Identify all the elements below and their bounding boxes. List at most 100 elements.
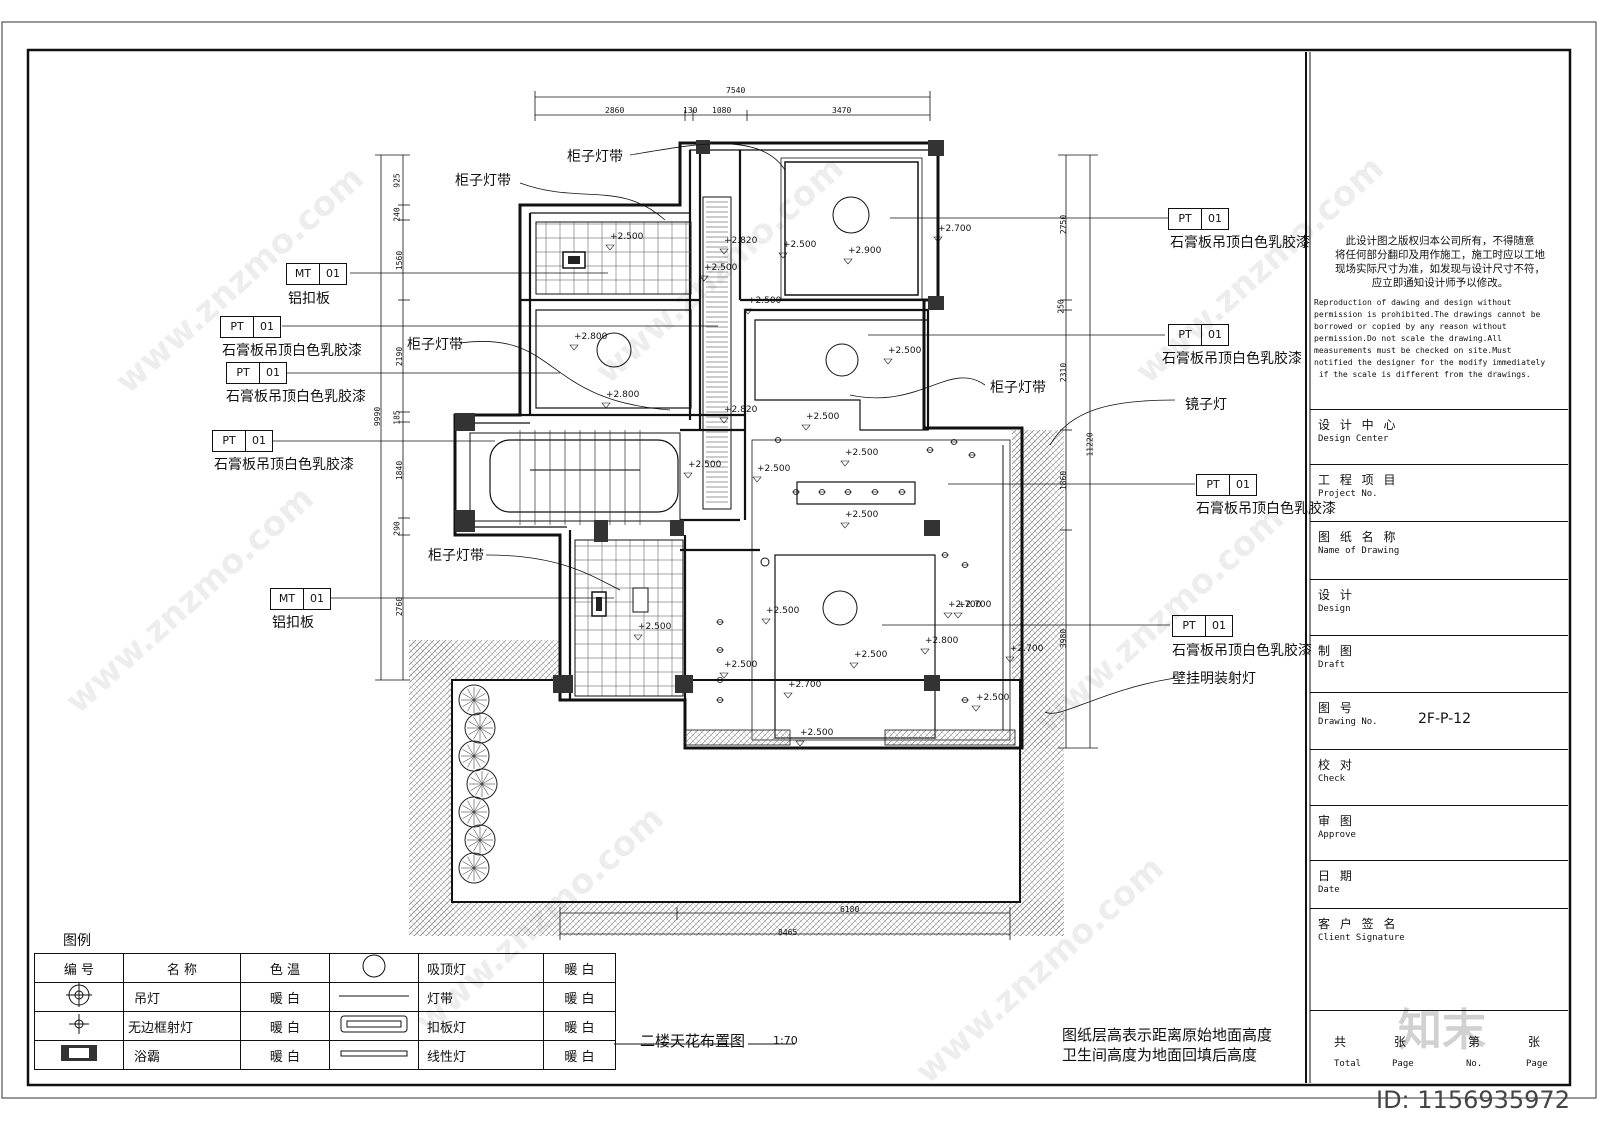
elevation-label: +2.500 <box>854 650 888 660</box>
elevation-marker <box>920 648 930 655</box>
elevation-marker <box>883 358 893 365</box>
elevation-label: +2.500 <box>724 660 758 670</box>
dimension-text: 1080 <box>712 106 732 115</box>
legend-heading: 图例 <box>63 933 91 949</box>
elevation-label: +2.700 <box>958 600 992 610</box>
dimension-text: 7540 <box>726 86 746 95</box>
dimension-text: 2750 <box>1059 214 1069 235</box>
dimension-text: 2860 <box>605 106 625 115</box>
label-mirror-light: 镜子灯 <box>1185 397 1227 413</box>
spotlight-icon <box>961 562 969 569</box>
tree-symbol <box>464 712 496 744</box>
dimension-text: 6180 <box>840 905 860 914</box>
copyright-line-en: notified the designer for the modify imm… <box>1314 358 1546 367</box>
elevation-marker <box>601 402 611 409</box>
elevation-label: +2.500 <box>806 412 840 422</box>
field-label-cn: 设 计 <box>1318 588 1355 602</box>
legend-temp-pendant: 暖 白 <box>240 982 330 1012</box>
elevation-marker <box>719 417 729 424</box>
label-aluminum-upper: 铝扣板 <box>288 291 330 307</box>
spotlight-icon <box>774 436 782 443</box>
elevation-marker <box>971 705 981 712</box>
elevation-label: +2.500 <box>688 460 722 470</box>
legend-icon-heater <box>34 1040 124 1070</box>
elevation-marker <box>849 662 859 669</box>
footer-total-en: Total <box>1334 1059 1362 1069</box>
dimension-text: 2760 <box>395 596 405 617</box>
elevation-label: +2.500 <box>800 728 834 738</box>
field-label-cn: 客 户 签 名 <box>1318 917 1399 931</box>
elevation-label: +2.820 <box>724 405 758 415</box>
field-label-en: Check <box>1318 774 1346 784</box>
spotlight-icon <box>716 697 724 704</box>
label-cabinet-light-2: 柜子灯带 <box>455 173 511 189</box>
elevation-label: +2.500 <box>845 510 879 520</box>
field-label-en: Name of Drawing <box>1318 546 1400 556</box>
dimension-text: 185 <box>392 410 402 425</box>
label-wall-spotlight: 壁挂明装射灯 <box>1172 671 1256 687</box>
dimension-text: 1860 <box>1059 470 1069 491</box>
spotlight-icon <box>716 619 724 626</box>
tree-symbol <box>458 684 490 716</box>
elevation-label: +2.800 <box>925 636 959 646</box>
elevation-marker <box>605 244 615 251</box>
spotlight-icon <box>818 488 826 495</box>
spotlight-icon <box>792 488 800 495</box>
footer-page2-en: Page <box>1526 1059 1548 1069</box>
elevation-label: +2.500 <box>638 622 672 632</box>
elevation-marker <box>840 522 850 529</box>
field-label-en: Project No. <box>1318 489 1378 499</box>
field-label-cn: 校 对 <box>1318 758 1355 772</box>
dimension-text: 925 <box>392 173 402 188</box>
elevation-marker <box>795 740 805 747</box>
elevation-label: +2.500 <box>704 263 738 273</box>
label-cabinet-light-4: 柜子灯带 <box>990 380 1046 396</box>
spotlight-icon <box>950 438 958 445</box>
copyright-line: 此设计图之版权归本公司所有，不得随意 <box>1345 235 1535 247</box>
elevation-label: +2.500 <box>976 693 1010 703</box>
legend-table: 编 号 名 称 色 温 吸顶灯 暖 白 吊灯 暖 白 灯带 暖 白 无边框射灯 … <box>34 953 616 1070</box>
elevation-marker <box>633 634 643 641</box>
field-label-cn: 工 程 项 目 <box>1318 473 1399 487</box>
dimension-text: 2310 <box>1059 362 1069 383</box>
elevation-marker <box>719 672 729 679</box>
dimension-text: 240 <box>392 207 402 222</box>
copyright-line: 将任何部分翻印及用作施工，施工时应以工地 <box>1335 249 1545 261</box>
legend-icon-strip <box>329 982 419 1012</box>
footer-page-en: Page <box>1392 1059 1414 1069</box>
spotlight-icon <box>926 446 934 453</box>
elevation-label: +2.500 <box>888 346 922 356</box>
elevation-marker <box>569 344 579 351</box>
title-block-row: 工 程 项 目 Project No. <box>1310 464 1568 522</box>
spotlight-icon <box>716 677 724 684</box>
field-label-cn: 日 期 <box>1318 869 1355 883</box>
elevation-label: +2.820 <box>724 236 758 246</box>
elevation-label: +2.700 <box>938 224 972 234</box>
drawing-title: 二楼天花布置图 <box>640 1032 746 1050</box>
field-label-cn: 设 计 中 心 <box>1318 418 1399 432</box>
title-block-row: 日 期 Date <box>1310 860 1568 909</box>
dimension-text: 11220 <box>1085 432 1095 457</box>
tree-symbol <box>458 740 490 772</box>
elevation-marker <box>752 476 762 483</box>
field-label-en: Date <box>1318 885 1340 895</box>
footer-no-cn: 第 <box>1468 1035 1484 1049</box>
elevation-label: +2.500 <box>766 606 800 616</box>
dimension-text: 250 <box>1056 299 1066 314</box>
spotlight-icon <box>871 488 879 495</box>
legend-temp-heater: 暖 白 <box>240 1040 330 1070</box>
dimension-text: 3470 <box>832 106 852 115</box>
elevation-label: +2.700 <box>948 600 982 610</box>
elevation-marker <box>783 692 793 699</box>
elevation-label: +2.500 <box>748 296 782 306</box>
legend-name-linear: 线性灯 <box>418 1040 544 1070</box>
legend-icon-panel <box>329 1011 419 1041</box>
label-cabinet-light-3: 柜子灯带 <box>407 337 463 353</box>
title-block-footer: 共 Total 张 Page 第 No. 张 Page <box>1310 1010 1568 1081</box>
